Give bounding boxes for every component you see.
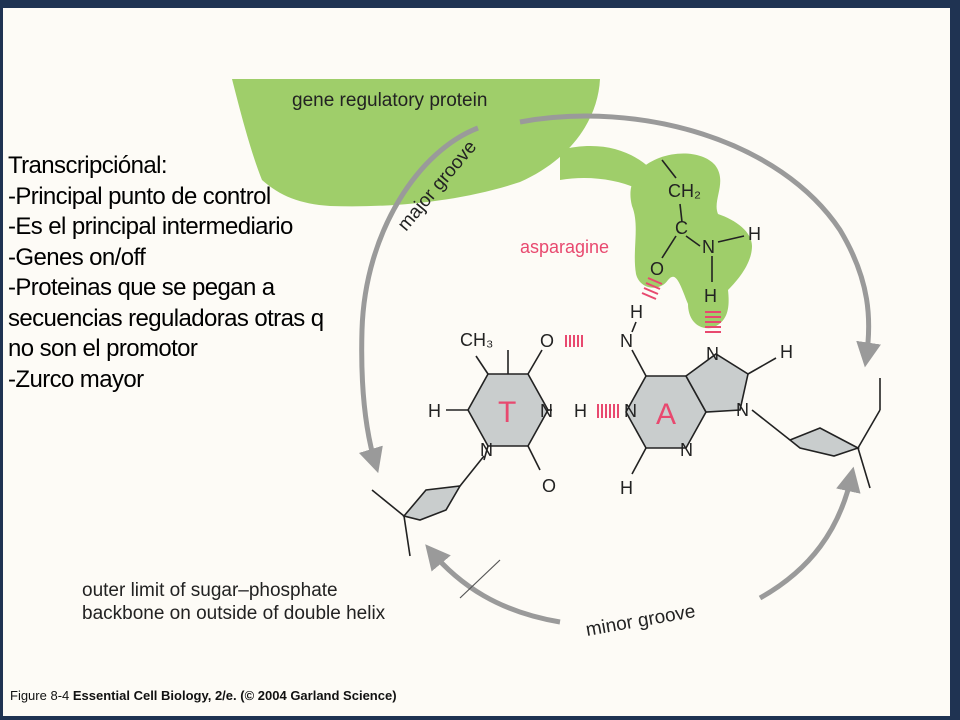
notes-line: -Genes on/off	[8, 243, 146, 271]
atom-c: C	[675, 218, 688, 238]
figure-caption: Figure 8-4 Essential Cell Biology, 2/e. …	[10, 688, 397, 703]
left-border	[0, 0, 3, 720]
atom-n-t-bottom: N	[480, 440, 493, 460]
top-border	[0, 0, 960, 8]
asparagine-label: asparagine	[520, 237, 609, 257]
backbone-pointer-line	[459, 559, 501, 599]
atom-h-amine: H	[630, 302, 643, 322]
left-sugar-backbone	[371, 455, 485, 557]
atom-n-a-bottom: N	[680, 440, 693, 460]
caption-figure-number: Figure 8-4	[10, 688, 70, 703]
right-groove-arrow	[519, 113, 881, 368]
notes-line: -Zurco mayor	[8, 365, 144, 393]
atom-h-asn1: H	[748, 224, 761, 244]
atom-ch3: CH₃	[460, 330, 493, 350]
atom-labels: CH₂ C O N H H H N O CH₃ H N H N O N N H …	[428, 181, 793, 498]
protein-label: gene regulatory protein	[292, 90, 487, 111]
atom-n-a-left: N	[624, 401, 637, 421]
atom-o-t-top: O	[540, 331, 554, 351]
major-groove-arrow	[358, 125, 479, 474]
caption-source: Essential Cell Biology, 2/e.	[72, 688, 237, 703]
hydrogen-bonds	[565, 277, 721, 418]
notes-heading: Transcripciónal:	[8, 152, 168, 179]
atom-h-asn2: H	[704, 286, 717, 306]
backbone-label-line1: outer limit of sugar–phosphate	[82, 580, 338, 601]
thymine-letter: T	[498, 396, 516, 429]
atom-n-t-right: N	[540, 401, 553, 421]
atom-ch2: CH₂	[668, 181, 701, 201]
minor-groove-arrow-right	[758, 466, 861, 601]
atom-h-t-right: H	[574, 401, 587, 421]
atom-h-a-right: H	[780, 342, 793, 362]
atom-n-a-right: N	[736, 400, 749, 420]
notes-line: -Es el principal intermediario	[8, 213, 293, 240]
right-border	[950, 0, 960, 720]
atom-n-asn: N	[702, 237, 715, 257]
minor-groove-arrow-left	[425, 544, 561, 625]
atom-h-t: H	[428, 401, 441, 421]
molecule-bonds	[446, 159, 777, 475]
bottom-border	[0, 716, 960, 720]
notes-line: secuencias reguladoras otras q	[8, 304, 324, 332]
adenine-five-ring	[684, 353, 749, 413]
asparagine-side-chain-shape	[630, 153, 752, 329]
slide-notes: Transcripciónal: -Principal punto de con…	[8, 151, 324, 395]
atom-o-t-bottom: O	[542, 476, 556, 496]
backbone-label-line2: backbone on outside of double helix	[82, 603, 386, 624]
gene-regulatory-protein-shape	[232, 79, 600, 207]
atom-h-a-bottom: H	[620, 478, 633, 498]
right-sugar-backbone	[751, 378, 881, 489]
notes-line: -Proteinas que se pegan a	[8, 274, 275, 301]
adenine-letter: A	[656, 398, 676, 431]
atom-n-a-top-right: N	[706, 344, 719, 364]
atom-n-amine: N	[620, 331, 633, 351]
caption-copyright: (© 2004 Garland Science)	[240, 688, 397, 703]
minor-groove-label: minor groove	[584, 601, 697, 641]
notes-line: -Principal punto de control	[8, 182, 271, 210]
protein-connector-shape	[560, 146, 650, 190]
atom-o-asn: O	[650, 259, 664, 279]
notes-line: no son el promotor	[8, 335, 198, 362]
